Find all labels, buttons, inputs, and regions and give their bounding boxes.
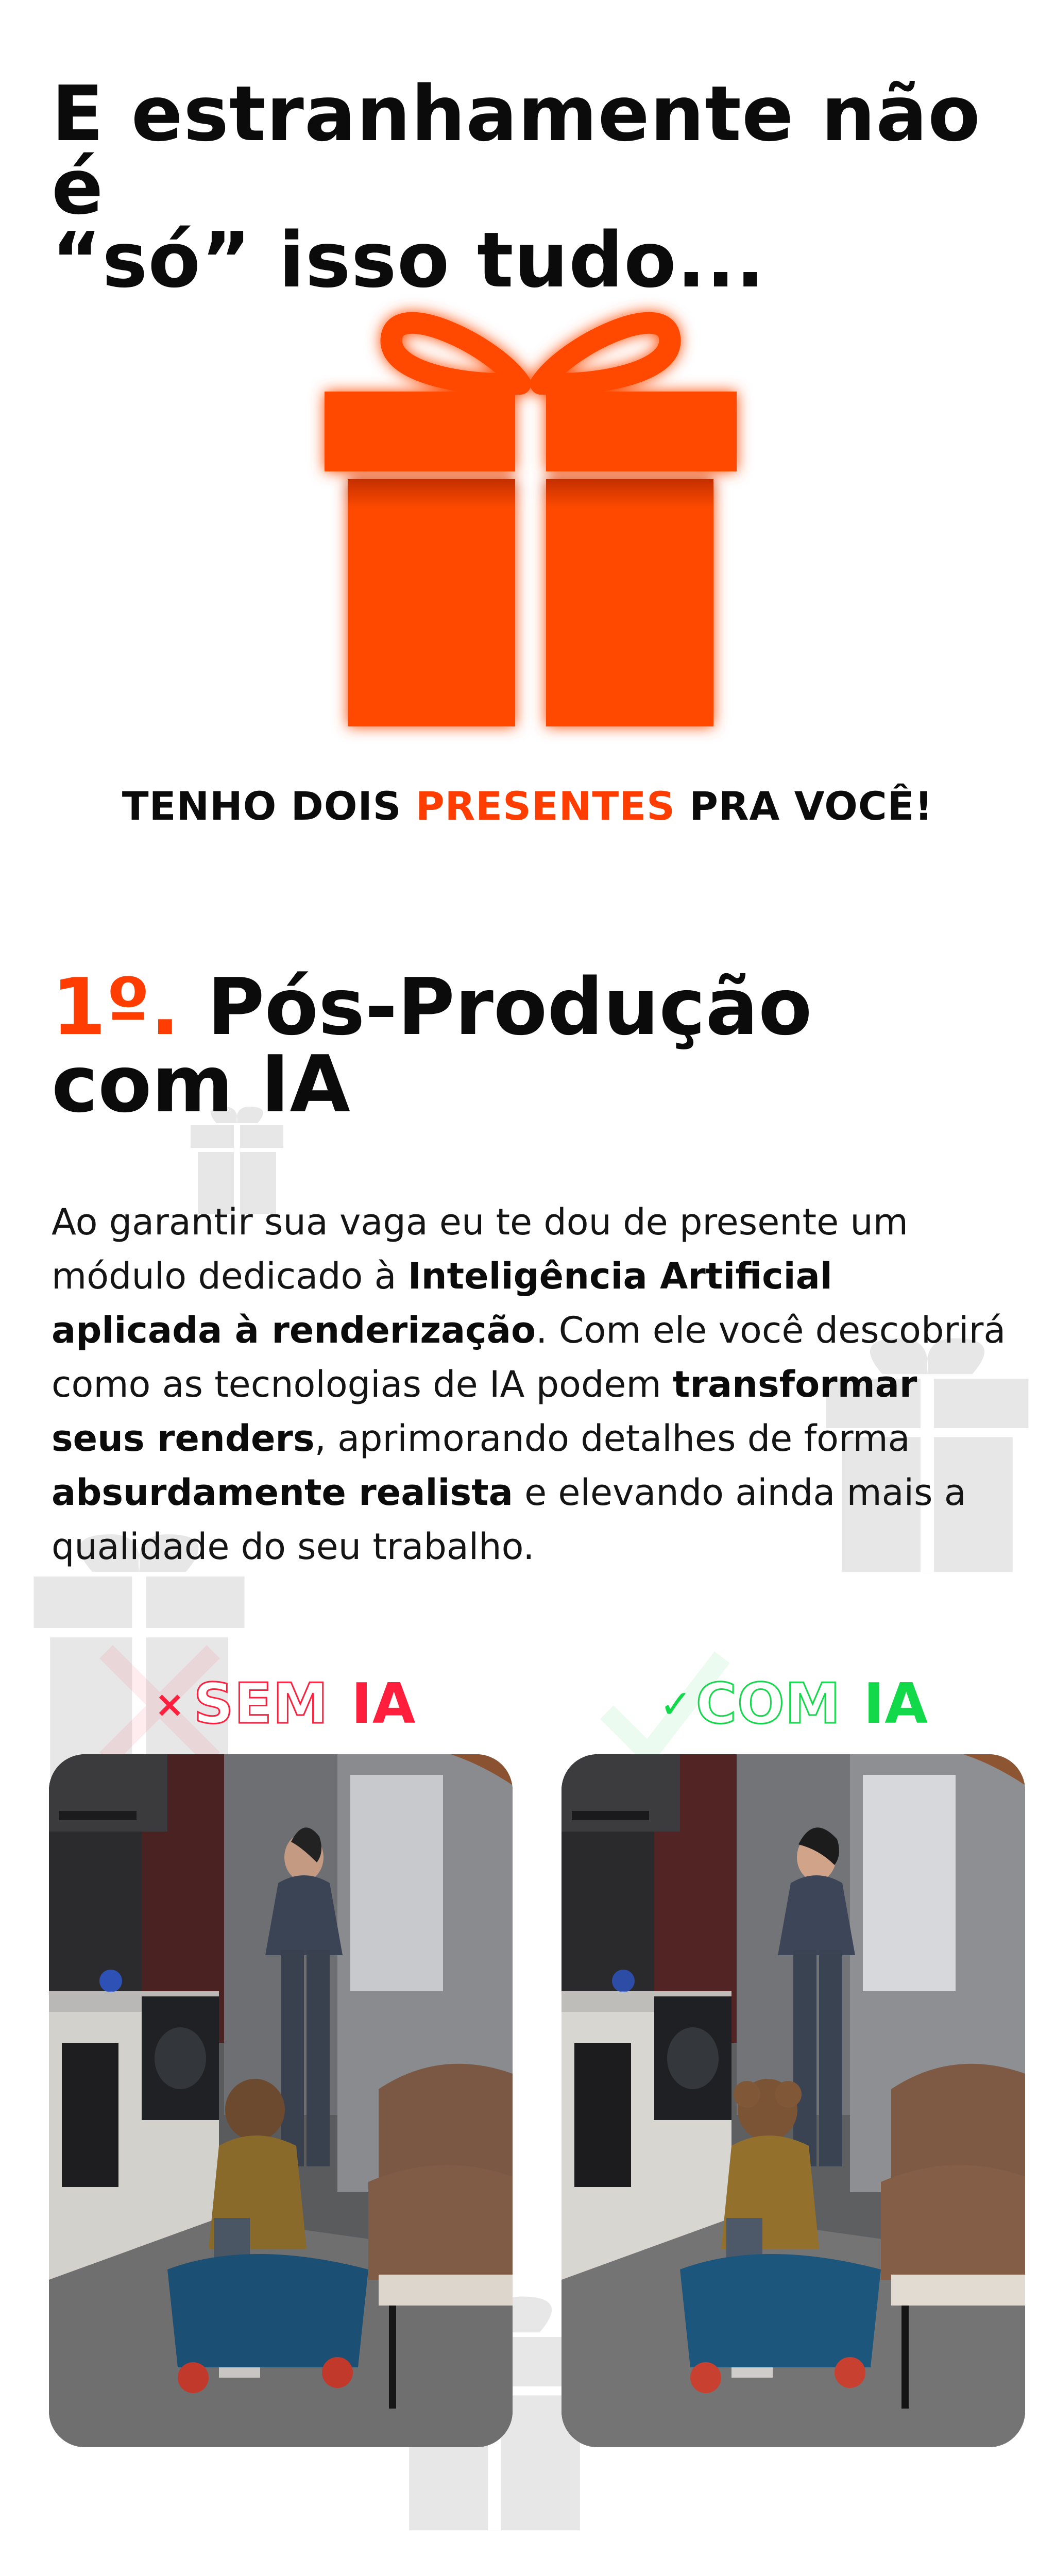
description-bold: transformar seus renders — [52, 1363, 917, 1460]
label-with-ai: ✓ COM IA — [659, 1671, 929, 1737]
section-title-line-1: Pós-Produção — [180, 961, 812, 1053]
description-text: . Com ele você descobrirá como as tecnol… — [52, 1309, 1006, 1405]
section-number: 1º. — [52, 961, 180, 1053]
section-title-line-2: com IA — [52, 1039, 351, 1130]
hero-title: E estranhamente não é “só” isso tudo... — [52, 76, 1030, 298]
description-bold: Inteligência Artificial aplicada à rende… — [52, 1255, 832, 1351]
ghost-gift-icon — [191, 1107, 283, 1214]
label-without-ai: × SEM IA — [155, 1671, 416, 1737]
check-mark-icon: ✓ — [659, 1681, 693, 1727]
hero-title-line-1: E estranhamente não é — [52, 70, 981, 231]
description-text: Ao garantir sua vaga eu te dou de presen… — [52, 1201, 908, 1297]
description-bold: absurdamente realista — [52, 1471, 513, 1514]
render-image-without-ai — [49, 1754, 513, 2447]
ghost-x-mark-icon — [99, 1645, 220, 1766]
gifts-announcement-before: TENHO DOIS — [122, 783, 416, 829]
x-mark-icon: × — [155, 1683, 185, 1725]
label-with-word: COM — [695, 1671, 841, 1737]
gift-icon — [325, 312, 737, 726]
module-description: Ao garantir sua vaga eu te dou de presen… — [52, 1195, 1015, 1574]
description-text: e elevando ainda mais a qualidade do seu… — [52, 1471, 966, 1568]
label-without-ia: IA — [351, 1672, 416, 1736]
gifts-announcement-after: PRA VOCÊ! — [675, 783, 933, 829]
render-image-with-ai — [561, 1754, 1025, 2447]
description-text: , aprimorando detalhes de forma — [314, 1417, 910, 1460]
gifts-announcement-highlight: PRESENTES — [415, 783, 675, 829]
hero-title-line-2: “só” isso tudo... — [52, 216, 765, 304]
ghost-check-mark-icon — [600, 1651, 730, 1767]
label-with-ia: IA — [863, 1672, 929, 1736]
ghost-gift-icon — [826, 1338, 1029, 1572]
label-without-word: SEM — [193, 1671, 329, 1737]
gifts-announcement: TENHO DOIS PRESENTES PRA VOCÊ! — [0, 783, 1055, 829]
section-title: 1º. Pós-Produção com IA — [52, 968, 979, 1124]
